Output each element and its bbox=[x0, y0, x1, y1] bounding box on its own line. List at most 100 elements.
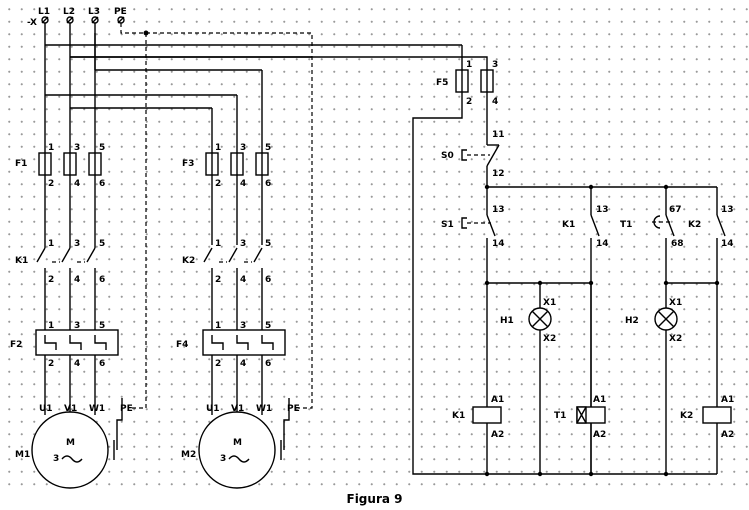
contact-k2-aux bbox=[716, 187, 726, 283]
contact-t1 bbox=[652, 187, 675, 283]
terminal-number: 5 bbox=[99, 143, 105, 153]
terminal-number: 6 bbox=[265, 179, 271, 189]
terminal-number: 3 bbox=[74, 239, 80, 249]
terminal-number: 1 bbox=[215, 239, 221, 249]
terminal-u1: U1 bbox=[206, 404, 220, 414]
label-l1: L1 bbox=[38, 7, 50, 17]
label-m2: M2 bbox=[181, 450, 196, 460]
terminal-number: 14 bbox=[596, 239, 609, 249]
terminal-number: 13 bbox=[721, 205, 734, 215]
supply-terminals: L1 L2 L3 PE -X bbox=[27, 7, 127, 28]
figure-caption: Figura 9 bbox=[346, 492, 403, 506]
terminal-a2: A2 bbox=[491, 430, 504, 440]
terminal-pe: PE bbox=[120, 404, 133, 414]
contactor-k1 bbox=[36, 245, 96, 330]
terminal-x1: X1 bbox=[543, 298, 556, 308]
label-f3: F3 bbox=[182, 159, 194, 169]
switch-s1 bbox=[461, 187, 496, 283]
label-pe: PE bbox=[114, 7, 127, 17]
label-k2-aux: K2 bbox=[688, 220, 701, 230]
thermal-relay-f4 bbox=[202, 329, 286, 398]
label-k2-coil: K2 bbox=[680, 411, 693, 421]
terminal-number: 4 bbox=[492, 97, 498, 107]
terminal-a1: A1 bbox=[721, 395, 734, 405]
terminal-a1: A1 bbox=[593, 395, 606, 405]
terminal-number: 1 bbox=[48, 239, 54, 249]
terminal-number: 4 bbox=[240, 359, 246, 369]
fuse-f3 bbox=[205, 140, 269, 245]
terminal-number: 3 bbox=[240, 321, 246, 331]
terminal-number: 2 bbox=[48, 359, 54, 369]
label-s1: S1 bbox=[441, 220, 454, 230]
label-k1: K1 bbox=[15, 256, 28, 266]
terminal-number: 6 bbox=[99, 275, 105, 285]
label-m1: M1 bbox=[15, 450, 30, 460]
thermal-relay-f2 bbox=[35, 329, 119, 398]
power-labels: F1 F3 K1 K2 F2 F4 M1 M2 1 3 5 2 4 6 1 3 … bbox=[10, 143, 300, 464]
motor-phase-count: 3 bbox=[220, 454, 226, 464]
terminal-number: 6 bbox=[99, 179, 105, 189]
motor-m-symbol: M bbox=[66, 438, 75, 448]
motor-phase-count: 3 bbox=[53, 454, 59, 464]
terminal-number: 1 bbox=[48, 143, 54, 153]
terminal-number: 14 bbox=[492, 239, 505, 249]
terminal-u1: U1 bbox=[39, 404, 53, 414]
terminal-number: 2 bbox=[48, 179, 54, 189]
label-t1-contact: T1 bbox=[620, 220, 632, 230]
grid-background bbox=[0, 0, 749, 492]
lamp-h2 bbox=[654, 283, 678, 474]
contactor-k2 bbox=[203, 247, 263, 330]
terminal-number: 3 bbox=[74, 143, 80, 153]
terminal-x2: X2 bbox=[543, 334, 556, 344]
terminal-number: 1 bbox=[466, 60, 472, 70]
terminal-v1: V1 bbox=[231, 404, 244, 414]
terminal-number: 4 bbox=[74, 275, 80, 285]
terminal-pe: PE bbox=[287, 404, 300, 414]
terminal-number: 2 bbox=[466, 97, 472, 107]
switch-s0 bbox=[461, 140, 500, 187]
label-k2: K2 bbox=[182, 256, 195, 266]
terminal-number: 2 bbox=[215, 179, 221, 189]
terminal-number: 12 bbox=[492, 169, 505, 179]
motor-m2 bbox=[198, 398, 290, 489]
terminal-x2: X2 bbox=[669, 334, 682, 344]
terminal-number: 6 bbox=[265, 359, 271, 369]
terminal-x1: X1 bbox=[669, 298, 682, 308]
fuse-f1 bbox=[38, 140, 102, 245]
terminal-number: 6 bbox=[99, 359, 105, 369]
label-k1-coil: K1 bbox=[452, 411, 465, 421]
label-x: -X bbox=[27, 18, 37, 28]
label-h2: H2 bbox=[625, 316, 639, 326]
terminal-number: 5 bbox=[265, 239, 271, 249]
label-s0: S0 bbox=[441, 151, 454, 161]
label-l2: L2 bbox=[63, 7, 75, 17]
terminal-number: 13 bbox=[492, 205, 505, 215]
label-l3: L3 bbox=[88, 7, 100, 17]
terminal-number: 5 bbox=[99, 239, 105, 249]
terminal-number: 3 bbox=[240, 239, 246, 249]
motor-m-symbol: M bbox=[233, 438, 242, 448]
terminal-number: 68 bbox=[671, 239, 684, 249]
terminal-w1: W1 bbox=[89, 404, 105, 414]
terminal-number: 1 bbox=[48, 321, 54, 331]
coil-k1 bbox=[472, 283, 502, 474]
label-f5: F5 bbox=[436, 78, 448, 88]
terminal-number: 67 bbox=[669, 205, 682, 215]
motor-m1 bbox=[31, 398, 123, 489]
terminal-v1: V1 bbox=[64, 404, 77, 414]
terminal-number: 3 bbox=[492, 60, 498, 70]
label-f1: F1 bbox=[15, 159, 27, 169]
coil-k2 bbox=[702, 283, 732, 474]
label-t1-coil: T1 bbox=[554, 411, 566, 421]
terminal-number: 5 bbox=[99, 321, 105, 331]
terminal-number: 14 bbox=[721, 239, 734, 249]
label-k1-aux: K1 bbox=[562, 220, 575, 230]
label-f4: F4 bbox=[176, 340, 188, 350]
terminal-a2: A2 bbox=[593, 430, 606, 440]
terminal-number: 4 bbox=[240, 275, 246, 285]
fuse-f5 bbox=[412, 69, 717, 475]
terminal-number: 2 bbox=[215, 275, 221, 285]
terminal-number: 4 bbox=[240, 179, 246, 189]
terminal-number: 11 bbox=[492, 130, 505, 140]
terminal-number: 1 bbox=[215, 143, 221, 153]
